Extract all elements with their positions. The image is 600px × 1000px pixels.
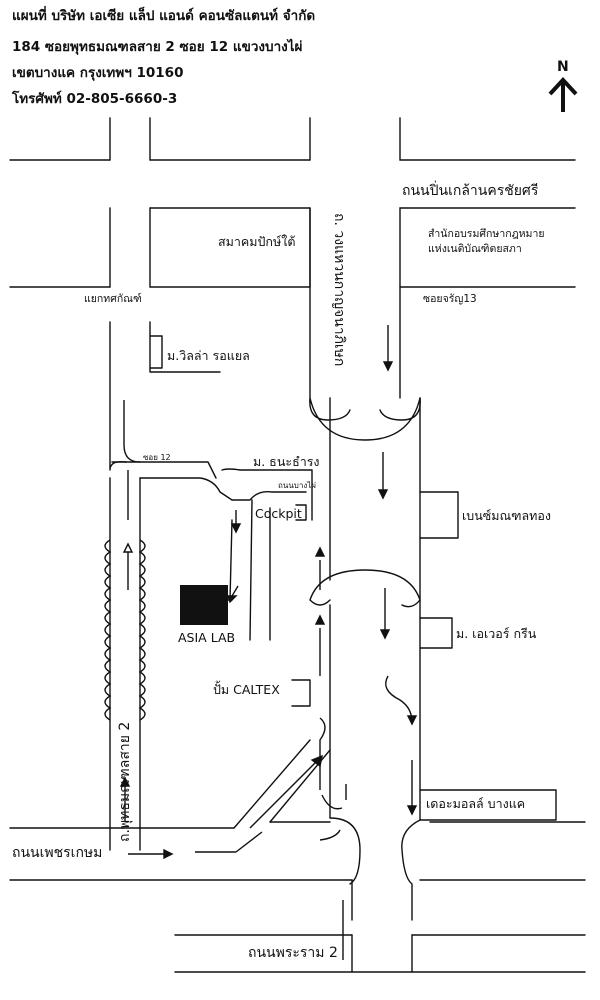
road-vertical-left-mid (109, 207, 151, 288)
arrow-kanchana-curve-head (406, 715, 418, 726)
villa-royal-building (149, 335, 163, 369)
arrow-phetkasem-uturn (319, 829, 341, 841)
header-company-name: แผนที่ บริษัท เอเซีย แล็ป แอนด์ คอนซัลแต… (12, 8, 316, 24)
place-the-mall: เดอะมอลล์ บางแค (426, 796, 526, 811)
arrow-asia-lab-down-head (230, 523, 242, 534)
arrow-kanchana-south-1-head (382, 361, 394, 372)
arrow-kanchana-north-4 (321, 794, 343, 810)
compass-north-label: N (557, 59, 569, 75)
place-cockpit: Cockpit (255, 506, 302, 521)
place-ever-green: ม. เอเวอร์ กรีน (456, 626, 537, 641)
compass-arrow-icon (548, 77, 578, 112)
place-bird-association: สมาคมปักษ์ใต้ (218, 234, 296, 249)
road-phetkasem-top (9, 821, 586, 829)
uturn-left (329, 817, 361, 921)
arrow-phutthamonthon-north-head (119, 776, 131, 787)
road-label-rama2: ถนนพระราม 2 (248, 945, 338, 961)
place-villa-royal: ม.วิลล่า รอแยล (167, 348, 250, 363)
road-kanchana-left (309, 207, 331, 819)
road-ramp-diagonal (233, 739, 331, 829)
arrow-soi12-turn (123, 400, 141, 463)
benchamin-building (419, 491, 459, 539)
road-phutthamonthon-bumps (104, 539, 146, 721)
road-soi12 (111, 461, 313, 521)
cockpit-building (295, 504, 307, 521)
arrow-asia-lab-in (231, 585, 239, 597)
arrow-ramp-ne-1-head (310, 754, 323, 768)
road-kanchana-right (399, 207, 421, 821)
ever-green-building (419, 617, 453, 649)
arrow-phetkasem-east-head (163, 848, 174, 860)
arrow-phutthamonthon-hollow-head (122, 542, 134, 553)
place-thotsakan-junction: แยกทศกัณฑ์ (84, 293, 142, 305)
arrow-kanchana-north-3 (319, 717, 326, 790)
caltex-building (291, 679, 311, 707)
road-label-pinklao: ถนนปิ่นเกล้านครชัยศรี (402, 183, 539, 199)
asia-lab-building (180, 585, 228, 625)
header-phone: โทรศัพท์ 02-805-6660-3 (12, 91, 178, 107)
road-rama2-verticals (351, 934, 413, 973)
arrow-kanchana-north-1-head (314, 546, 326, 557)
road-vertical-left-north (109, 117, 151, 161)
road-label-phutthamonthon: ถ.พุทธมณฑลสาย 2 (117, 721, 133, 842)
place-asia-lab: ASIA LAB (178, 630, 236, 645)
overpass-lower (309, 569, 421, 608)
arrow-kanchana-south-2-head (377, 489, 389, 500)
road-bangphai (231, 490, 307, 641)
place-caltex: ปั้ม CALTEX (213, 682, 280, 697)
road-label-soi12: ซอย 12 (143, 453, 171, 462)
place-law-institute-line1: สำนักอบรมศึกษากฎหมาย (428, 228, 545, 240)
arrow-kanchana-curve (385, 675, 413, 723)
arrow-ramp-ne-1 (249, 759, 319, 829)
overpass-upper (309, 397, 421, 441)
place-soi-charan13: ซอยจรัญ13 (423, 293, 477, 305)
arrow-kanchana-north-2-head (314, 614, 326, 625)
place-law-institute-line2: แห่งเนติบัณฑิตยสภา (428, 243, 522, 255)
header-address: 184 ซอยพุทธมณฑลสาย 2 ซอย 12 แขวงบางไผ่ (12, 39, 303, 55)
header-district: เขตบางแค กรุงเทพฯ 10160 (12, 65, 184, 81)
road-vertical-center-north (309, 117, 401, 161)
arrow-kanchana-south-4-head (406, 805, 418, 816)
road-label-kanchana: ถ. วงแหวนกาญจนาภิเษก (331, 213, 347, 367)
uturn-right (401, 819, 421, 921)
road-label-bangphai: ถนนบางไผ่ (278, 481, 316, 490)
arrow-asia-lab-in-head (227, 595, 238, 604)
the-mall-building (419, 789, 557, 821)
road-label-phetkasem: ถนนเพชรเกษม (12, 845, 103, 861)
place-thanatharong: ม. ธนะธำรง (253, 454, 320, 469)
arrow-kanchana-south-3-head (379, 629, 391, 640)
place-benchamin: เบนซ์มณฑลทอง (462, 508, 551, 523)
arrow-ramp-ne-2 (235, 831, 263, 853)
